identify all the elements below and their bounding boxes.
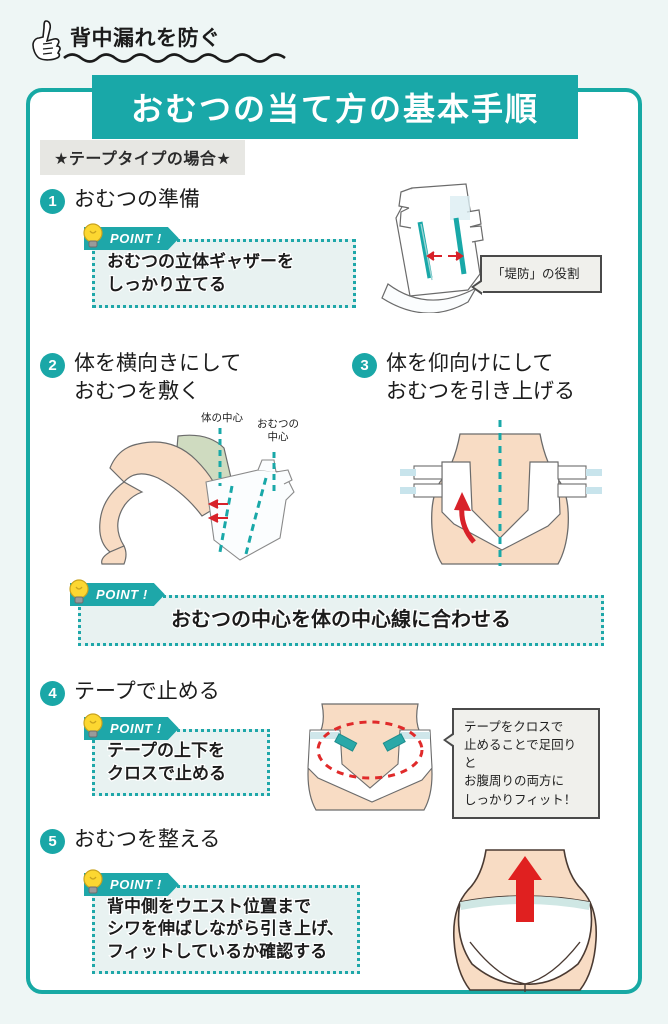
step-4-callout: テープをクロスで 止めることで足回りと お腹周りの両方に しっかりフィット！	[443, 708, 600, 819]
step-5-point-box: 背中側をウエスト位置まで シワを伸ばしながら引き上げ、 フィットしているか確認す…	[62, 869, 360, 974]
step-2-number: 2	[40, 353, 65, 378]
lightbulb-icon	[83, 223, 103, 248]
step-5-point-body: 背中側をウエスト位置まで シワを伸ばしながら引き上げ、 フィットしているか確認す…	[92, 885, 360, 974]
step-1-point-tag: POINT !	[83, 223, 179, 250]
label-diaper-center: おむつの 中心	[257, 418, 299, 444]
step-3-heading: 3 体を仰向けにして おむつを引き上げる	[352, 350, 575, 406]
step-4-point-tag: POINT !	[83, 713, 179, 740]
step-5-point-label: POINT !	[84, 873, 179, 896]
lightbulb-icon	[83, 869, 103, 894]
step-3-title: 体を仰向けにして おむつを引き上げる	[386, 352, 575, 403]
step-5-heading: 5 おむつを整える	[40, 826, 220, 854]
step-5-title: おむつを整える	[74, 828, 221, 851]
step-1-heading: 1 おむつの準備	[40, 186, 200, 214]
pointing-hand-icon	[32, 20, 61, 61]
step-4-point-box: テープの上下を クロスで止める POINT !	[62, 713, 270, 796]
step-2-center-guide	[218, 428, 222, 486]
shared-point-text: おむつの中心を体の中心線に合わせる	[170, 608, 512, 632]
step-4-heading: 4 テープで止める	[40, 678, 220, 706]
step-2-side-lying-illustration	[99, 434, 295, 565]
step-4-tape-illustration	[307, 703, 433, 811]
step-1-title: おむつの準備	[74, 188, 200, 211]
step-1-point-body: おむつの立体ギャザーを しっかり立てる	[92, 239, 356, 308]
shared-point-box: おむつの中心を体の中心線に合わせる POINT !	[48, 579, 604, 646]
step-1-diaper-illustration	[381, 183, 484, 313]
eyebrow-text: 背中漏れを防ぐ	[70, 26, 221, 50]
step-1-number: 1	[40, 189, 65, 214]
step-4-number: 4	[40, 681, 65, 706]
lightbulb-icon	[83, 713, 103, 738]
step-4-point-text: テープの上下を クロスで止める	[106, 740, 227, 784]
step-2-heading: 2 体を横向きにして おむつを敷く	[40, 350, 241, 406]
shared-point-label: POINT !	[70, 583, 165, 606]
eyebrow: 背中漏れを防ぐ	[30, 18, 221, 62]
lightbulb-icon	[69, 579, 89, 604]
step-5-number: 5	[40, 829, 65, 854]
step-1-callout: 「堤防」の役割	[471, 255, 602, 296]
type-badge: ★テープタイプの場合★	[40, 140, 246, 175]
step-1-point-box: おむつの立体ギャザーを しっかり立てる POINT !	[62, 223, 356, 308]
shared-point-tag: POINT !	[69, 579, 165, 606]
step-1-point-label: POINT !	[84, 227, 179, 250]
step-4-title: テープで止める	[74, 680, 220, 703]
label-body-center: 体の中心	[201, 412, 243, 424]
step-2-title: 体を横向きにして おむつを敷く	[74, 352, 242, 403]
step-4-point-label: POINT !	[84, 717, 179, 740]
step-3-number: 3	[352, 353, 377, 378]
step-5-point-text: 背中側をウエスト位置まで シワを伸ばしながら引き上げ、 フィットしているか確認す…	[106, 895, 345, 962]
shared-point-body: おむつの中心を体の中心線に合わせる	[78, 595, 604, 646]
step-3-supine-illustration	[400, 420, 602, 566]
step-4-point-body: テープの上下を クロスで止める	[92, 729, 270, 796]
squiggle-underline	[63, 53, 286, 63]
step-2-diaper-guide	[272, 452, 276, 494]
page-title: おむつの当て方の基本手順	[92, 75, 578, 139]
step-1-point-text: おむつの立体ギャザーを しっかり立てる	[106, 251, 295, 295]
step-5-back-view-illustration	[452, 849, 598, 992]
page-title-text: おむつの当て方の基本手順	[130, 91, 539, 127]
step-5-point-tag: POINT !	[83, 869, 179, 896]
